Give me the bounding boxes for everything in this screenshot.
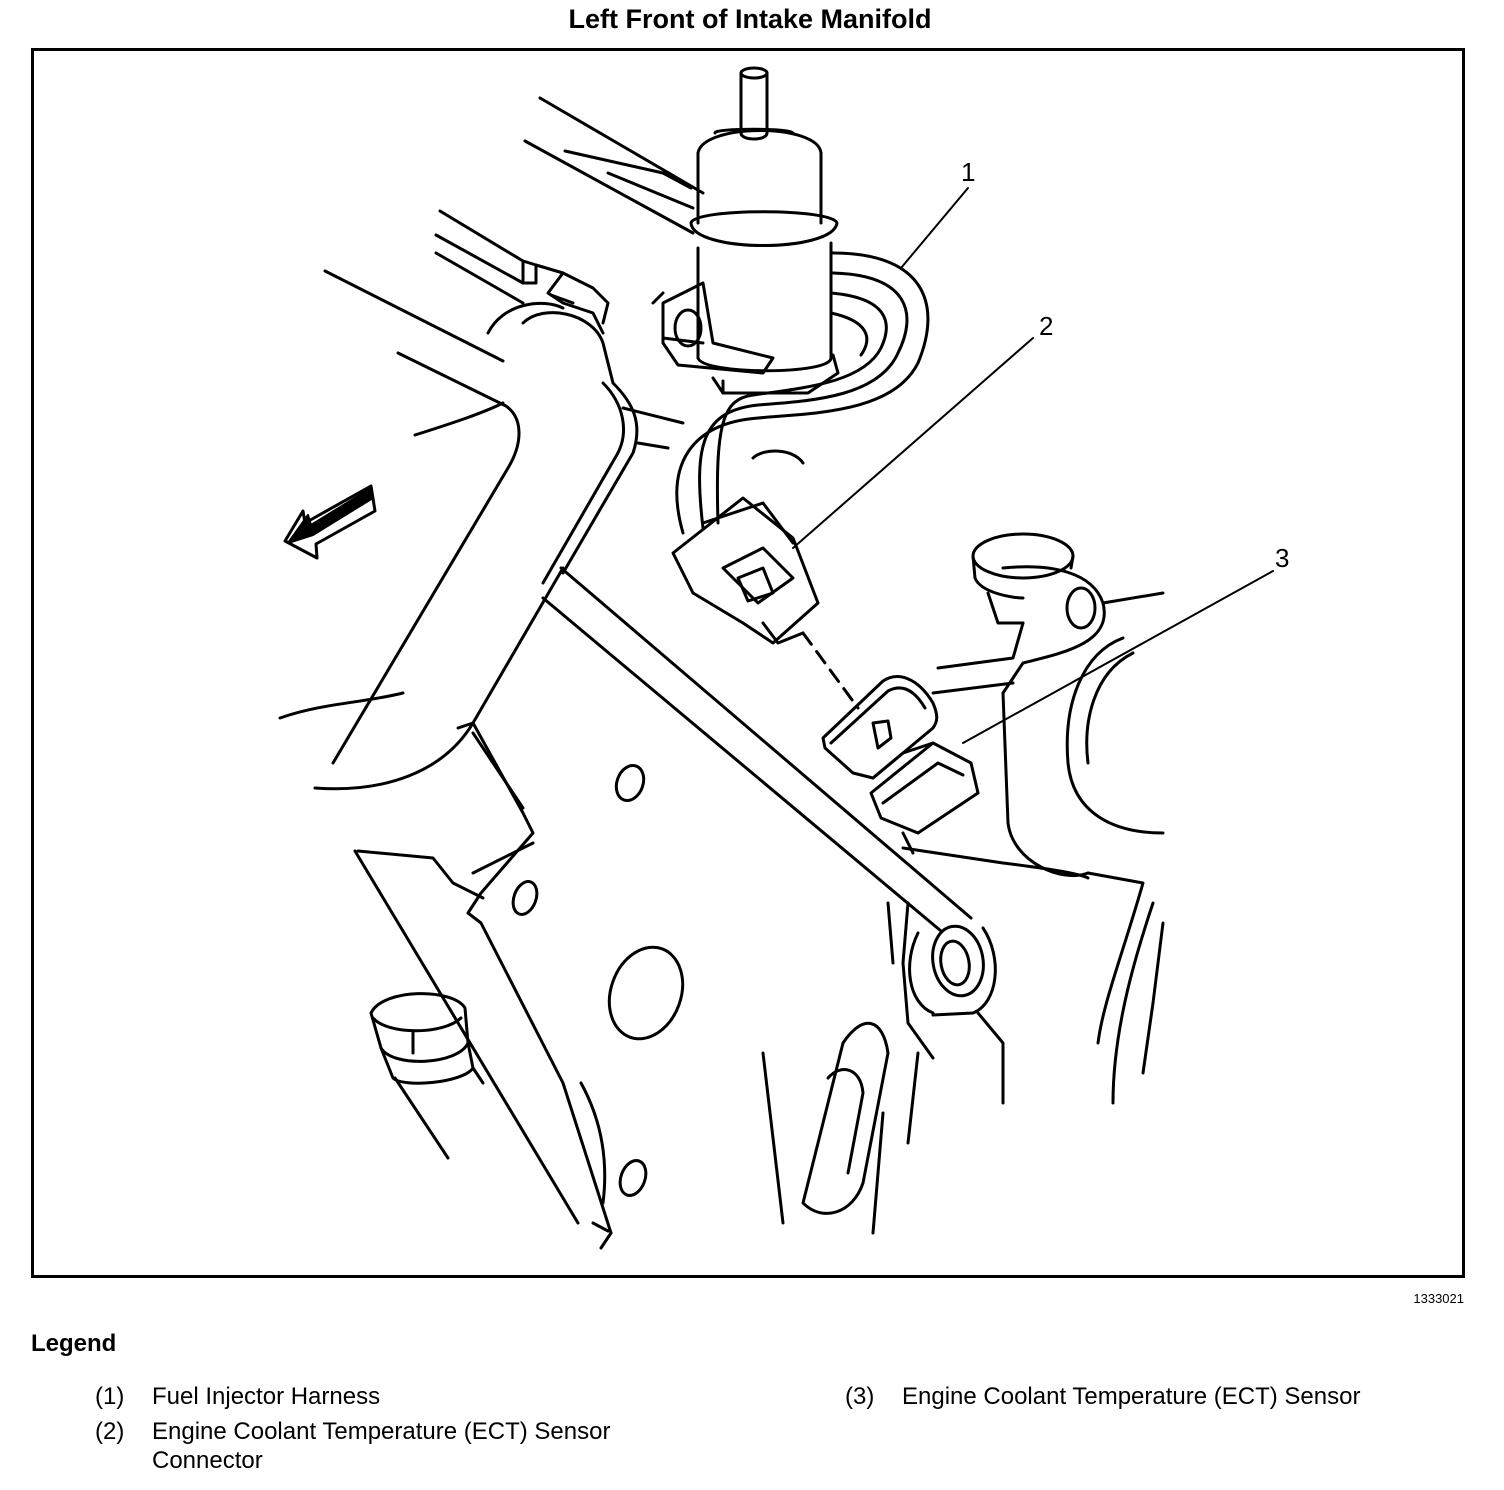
callout-3: 3 [1275, 543, 1289, 573]
illustration-frame: 1 2 3 [31, 48, 1465, 1278]
thermostat-housing-drawing [901, 532, 1165, 1105]
cylinder-head-drawing [353, 566, 973, 1250]
fuel-pressure-regulator [651, 66, 840, 395]
ect-sensor-connector-drawing [671, 496, 860, 710]
figure-id: 1333021 [1413, 1291, 1464, 1306]
legend-item-text: Engine Coolant Temperature (ECT) Sensor … [152, 1418, 611, 1474]
legend-item-number: (2) [95, 1418, 125, 1445]
engine-illustration [278, 66, 1274, 1250]
fuel-rail-lines [434, 96, 705, 335]
legend-item-text: Engine Coolant Temperature (ECT) Sensor [902, 1383, 1361, 1410]
ect-sensor-drawing [821, 675, 980, 855]
bolt-drawing [369, 992, 485, 1160]
diagram-title: Left Front of Intake Manifold [568, 4, 932, 34]
legend-item-text: Fuel Injector Harness [152, 1383, 381, 1410]
callout-1: 1 [961, 157, 975, 187]
callout-2: 2 [1039, 311, 1053, 341]
direction-arrow[interactable] [283, 484, 377, 560]
legend-item-number: (3) [845, 1383, 875, 1410]
leader-lines [792, 187, 1274, 744]
intake-plenum-drawing [278, 269, 805, 791]
fuel-injector-harness-drawing [661, 251, 930, 535]
bracket-drawing [761, 901, 1005, 1235]
callout-labels: 1 2 3 [961, 157, 1289, 573]
legend-heading: Legend [31, 1330, 117, 1357]
legend-item-number: (1) [95, 1383, 125, 1410]
